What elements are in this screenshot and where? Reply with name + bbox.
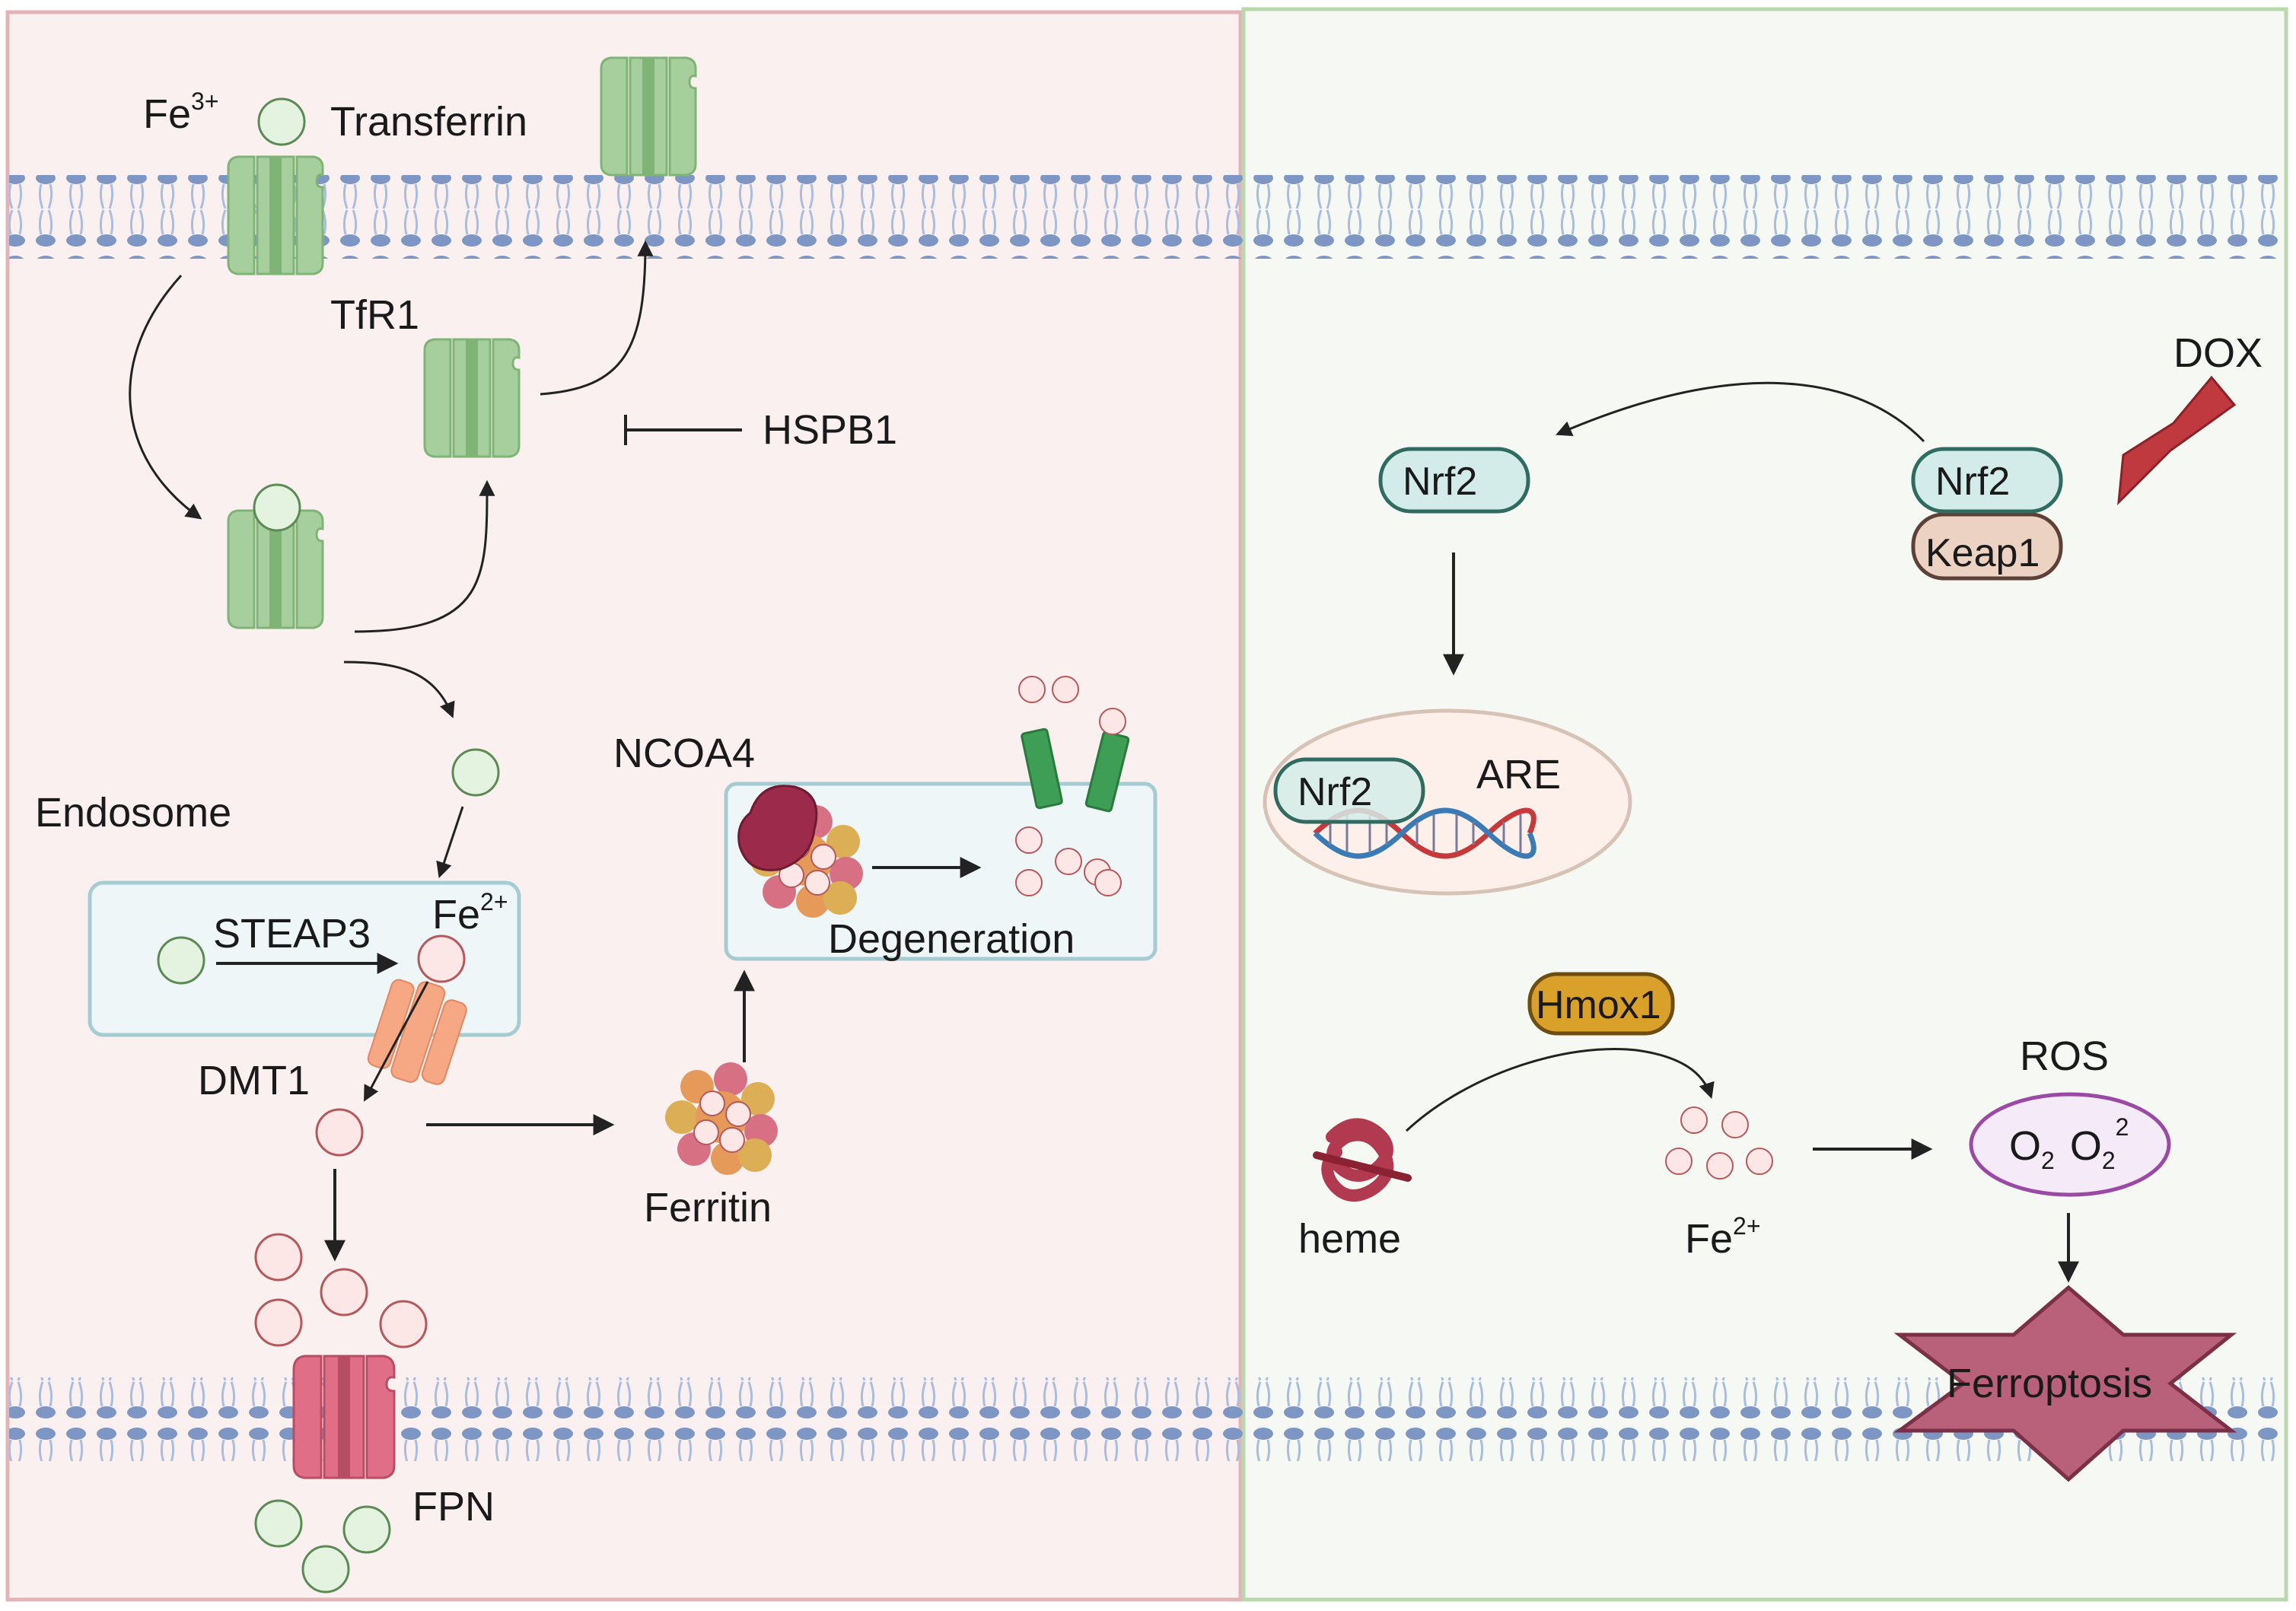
iron-ion-icon	[342, 1505, 391, 1554]
ncoa4-label: NCOA4	[613, 731, 755, 776]
nrf2-bound-label: Nrf2	[1935, 460, 2010, 504]
membrane-top	[9, 175, 2285, 259]
nrf2-free-pill	[1378, 447, 1530, 514]
iron-ion-icon	[1665, 1148, 1693, 1175]
tfr1-label: TfR1	[330, 292, 419, 338]
iron-ion-icon	[1015, 826, 1043, 854]
ferroptosis-label: Ferroptosis	[1947, 1361, 2152, 1406]
degeneration-label: Degeneration	[828, 916, 1075, 962]
transferrin-label: Transferrin	[330, 99, 527, 145]
iron-ion-icon	[1706, 1152, 1734, 1180]
iron-ion-icon	[254, 1298, 303, 1347]
iron-ion-icon	[254, 1499, 303, 1548]
iron-ion-icon	[1018, 676, 1046, 703]
dox-label: DOX	[2173, 330, 2263, 376]
fe2-label: Fe2+	[432, 888, 508, 938]
ferritinophagy-box	[724, 782, 1158, 961]
iron-ion-icon	[301, 1545, 350, 1593]
dox-drug-icon	[2117, 375, 2237, 506]
endosome-label: Endosome	[35, 790, 231, 836]
hmox1-label: Hmox1	[1536, 983, 1661, 1027]
iron-ion-icon	[1680, 1106, 1708, 1134]
keap1-pill	[1911, 512, 2063, 581]
iron-ion-icon	[1746, 1148, 1773, 1175]
release-arrow	[343, 661, 455, 718]
are-label: ARE	[1476, 752, 1561, 798]
iron-ion-icon	[1094, 869, 1122, 896]
steap3-label: STEAP3	[213, 911, 371, 957]
keap1-label: Keap1	[1925, 531, 2040, 575]
fpn-label: FPN	[412, 1484, 495, 1530]
recycling-arrow	[354, 479, 495, 633]
hspb1-label: HSPB1	[763, 407, 897, 453]
heme-label: heme	[1298, 1216, 1401, 1262]
endocytosis-arrow	[129, 274, 202, 520]
iron-ion-icon	[379, 1300, 428, 1348]
iron-ion-icon	[257, 97, 306, 146]
ferritin-label: Ferritin	[644, 1185, 772, 1231]
iron-ion-icon	[254, 1233, 303, 1281]
iron-ion-icon	[1052, 676, 1079, 703]
fe3-label: Fe3+	[143, 88, 219, 137]
nrf2-nucleus-label: Nrf2	[1298, 770, 1372, 814]
ferritin-cage-icon	[665, 1062, 778, 1175]
dmt1-arrow	[364, 981, 429, 1102]
transferrin-receptor-icon	[227, 155, 324, 275]
ferroportin-icon	[292, 1355, 396, 1479]
dmt1-label: DMT1	[198, 1058, 310, 1103]
hmox1-pill	[1527, 972, 1675, 1036]
iron-ion-icon	[1055, 848, 1082, 875]
fe2-right-label: Fe2+	[1685, 1212, 1761, 1262]
transferrin-receptor-icon	[600, 56, 697, 177]
iron-ion-icon	[451, 748, 500, 797]
heme-protein-icon	[1313, 1118, 1412, 1202]
nrf2-nucleus-pill	[1273, 757, 1425, 824]
ferritin-fragment-icon	[1021, 727, 1130, 813]
iron-ion-icon	[253, 483, 301, 532]
membrane-return-arrow	[540, 240, 654, 396]
ros-label: ROS	[2020, 1033, 2109, 1079]
heme-to-iron-arrow	[1405, 1047, 1715, 1132]
nrf2-release-arrow	[1556, 381, 1925, 443]
iron-ion-icon	[157, 936, 205, 985]
to-endosome-arrow	[436, 806, 464, 878]
iron-ion-icon	[1015, 869, 1043, 896]
nrf2-free-label: Nrf2	[1403, 460, 1477, 504]
iron-ion-icon	[320, 1268, 368, 1316]
dmt1-transporter-icon	[367, 979, 467, 1085]
iron-ion-icon	[1721, 1111, 1749, 1138]
iron-ion-icon	[417, 934, 466, 983]
ros-ellipse	[1969, 1092, 2171, 1197]
nucleus	[1263, 708, 1632, 896]
transferrin-receptor-icon	[423, 338, 521, 458]
ferroptosis-star	[1893, 1285, 2237, 1482]
iron-ion-icon	[315, 1108, 364, 1157]
iron-ion-icon	[1099, 708, 1126, 735]
ncoa4-protein-icon	[737, 785, 818, 871]
nrf2-bound-pill	[1911, 447, 2063, 514]
